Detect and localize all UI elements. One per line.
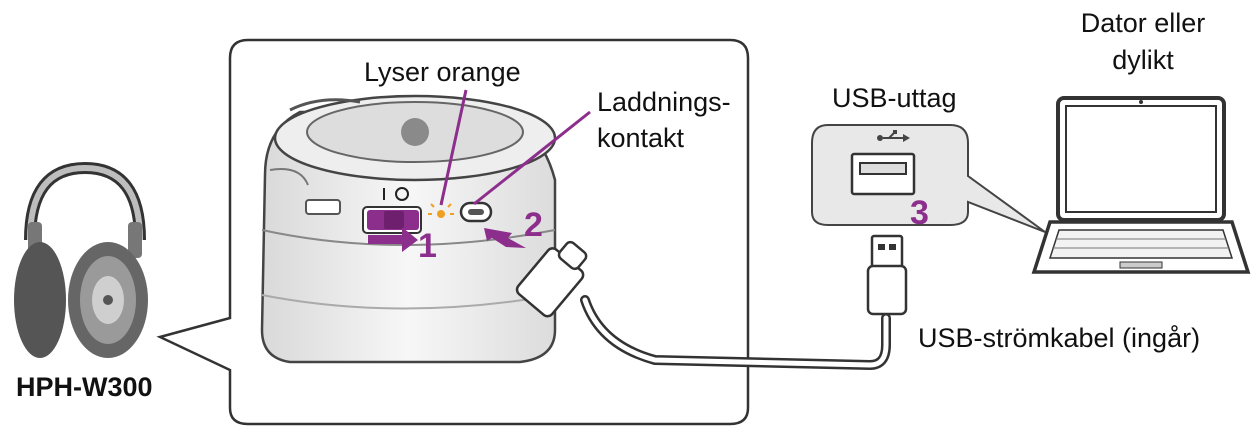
- usb-symbol-icon: [877, 130, 910, 142]
- charging-port-label-line1: Laddnings-: [597, 87, 731, 117]
- port-leader-line: [473, 110, 591, 206]
- computer-label-line2: dylikt: [1112, 45, 1174, 75]
- cable-label: USB-strömkabel (ingår): [918, 323, 1201, 353]
- model-name: HPH-W300: [16, 372, 153, 402]
- usb-cable: [580, 295, 891, 371]
- led-label: Lyser orange: [364, 57, 521, 87]
- charging-port-label-line2: kontakt: [597, 123, 685, 153]
- headphones-icon: [14, 161, 148, 358]
- power-switch: [362, 206, 422, 234]
- step-number-1: 1: [418, 227, 437, 265]
- usb-port-label: USB-uttag: [832, 83, 957, 113]
- usb-port-socket: [850, 152, 916, 196]
- switch-mark-icon: [383, 187, 409, 201]
- led-leader-line: [439, 89, 468, 206]
- usb-plug-icon: [866, 234, 908, 316]
- computer-label-line1: Dator eller: [1080, 8, 1206, 38]
- step-number-3: 3: [910, 194, 929, 232]
- laptop-icon: [1031, 96, 1251, 274]
- usb-port-callout: [811, 124, 1046, 233]
- usb-c-plug-icon: [515, 240, 588, 318]
- charging-port: [459, 201, 493, 223]
- step2-arrow: [484, 228, 526, 248]
- step-number-2: 2: [524, 206, 543, 244]
- step1-arrow: [368, 227, 418, 252]
